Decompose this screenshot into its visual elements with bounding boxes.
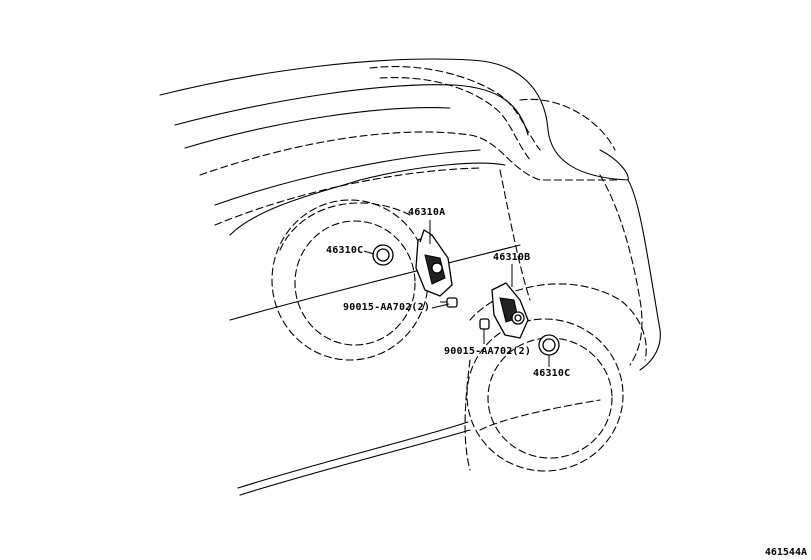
- callout-bracket-b: 46310B: [493, 252, 531, 263]
- callout-bolt-upper: 90015-AA702(2): [343, 302, 431, 313]
- callout-bolt-lower: 90015-AA702(2): [444, 346, 532, 357]
- body-outline: [159, 58, 661, 496]
- bolt-upper-part: [440, 297, 458, 308]
- front-wheel-dashed: [271, 199, 429, 361]
- bracket-a-part: [415, 229, 453, 297]
- bracket-b-part: [491, 282, 529, 339]
- callout-cap-upper: 46310C: [326, 245, 364, 256]
- callout-bracket-a: 46310A: [408, 207, 446, 218]
- cap-lower-part: [538, 334, 560, 356]
- callout-cap-lower: 46310C: [533, 368, 571, 379]
- leader-lines: [363, 220, 550, 367]
- illustration-reference-number: 461544A: [764, 547, 807, 558]
- bolt-lower-part: [479, 318, 490, 330]
- roof-dashed-lines: [199, 65, 643, 471]
- cap-upper-part: [372, 244, 394, 266]
